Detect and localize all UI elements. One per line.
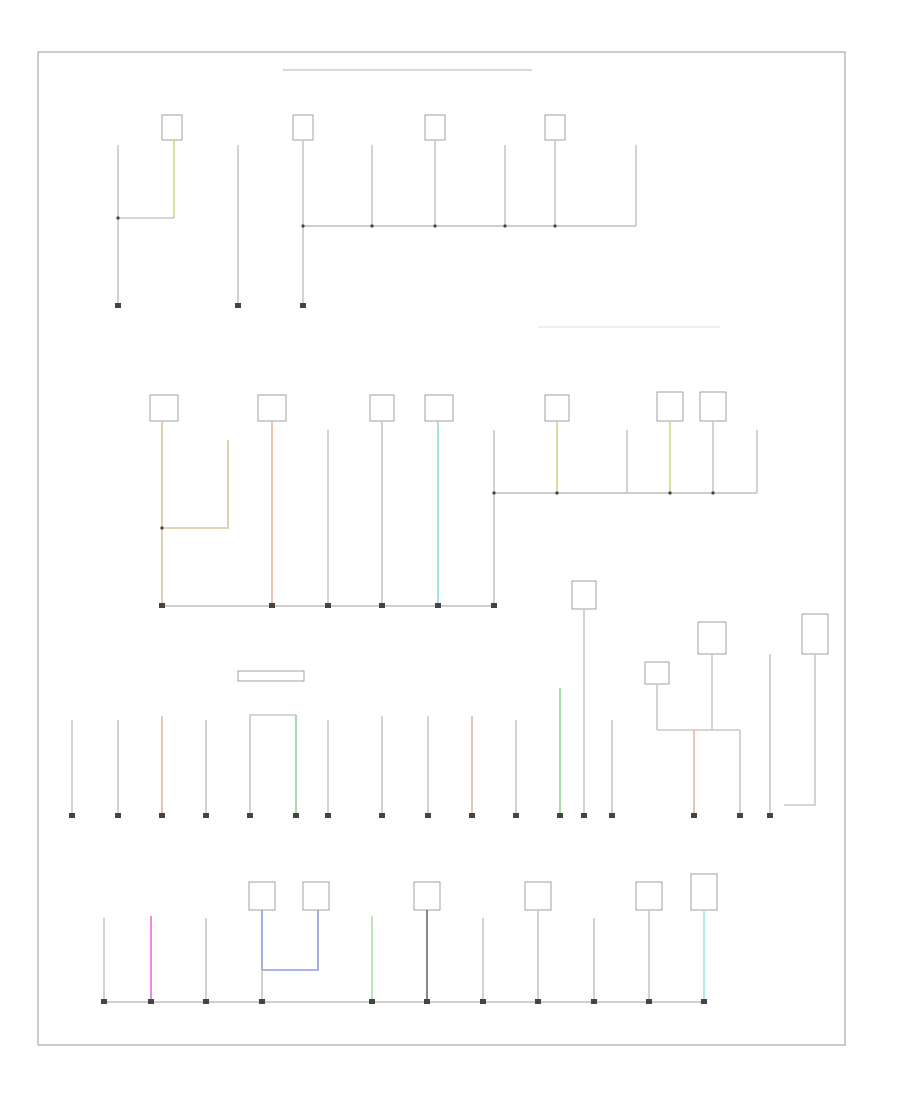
component-box <box>801 613 829 655</box>
component-box <box>697 621 727 655</box>
ground-terminal <box>425 813 431 818</box>
ground-terminal <box>480 999 486 1004</box>
component-box <box>690 873 718 911</box>
splice <box>555 491 559 495</box>
splice <box>116 216 120 220</box>
ground-terminal <box>535 999 541 1004</box>
component-box <box>302 881 330 911</box>
row-3-components <box>69 580 829 818</box>
component-box <box>369 394 395 422</box>
ground-terminal <box>203 813 209 818</box>
ground-terminal <box>557 813 563 818</box>
splice <box>711 491 715 495</box>
ground-terminal <box>159 813 165 818</box>
component-box <box>635 881 663 911</box>
row-1-components <box>115 114 637 308</box>
component-box <box>424 394 454 422</box>
component-box <box>161 114 183 141</box>
ground-terminal <box>513 813 519 818</box>
ground-terminal <box>235 303 241 308</box>
splice <box>433 224 437 228</box>
splice <box>553 224 557 228</box>
ground-terminal <box>491 603 497 608</box>
splice <box>492 491 496 495</box>
ground-terminal <box>247 813 253 818</box>
component-box <box>248 881 276 911</box>
splice <box>668 491 672 495</box>
ground-terminal <box>69 813 75 818</box>
row-4-components <box>101 873 718 1004</box>
splice <box>370 224 374 228</box>
component-box <box>149 394 179 422</box>
splice <box>301 224 305 228</box>
ground-terminal <box>379 813 385 818</box>
ground-terminal <box>435 603 441 608</box>
ground-terminal <box>581 813 587 818</box>
diagram-border <box>37 51 846 1046</box>
row-2-components <box>149 326 758 608</box>
ground-terminal <box>424 999 430 1004</box>
component-box <box>644 661 670 685</box>
component-box <box>571 580 597 610</box>
ground-terminal <box>767 813 773 818</box>
ground-terminal <box>646 999 652 1004</box>
ground-terminal <box>691 813 697 818</box>
ground-terminal <box>293 813 299 818</box>
ground-terminal <box>701 999 707 1004</box>
ground-terminal <box>369 999 375 1004</box>
ground-terminal <box>259 999 265 1004</box>
wire <box>784 654 816 806</box>
component-box <box>292 114 314 141</box>
component-box <box>257 394 287 422</box>
component-box <box>413 881 441 911</box>
splice <box>160 526 164 530</box>
ground-terminal <box>115 303 121 308</box>
ground-terminal <box>379 603 385 608</box>
ground-terminal <box>469 813 475 818</box>
ground-terminal <box>609 813 615 818</box>
component-box <box>424 114 446 141</box>
ground-terminal <box>300 303 306 308</box>
component-box <box>544 114 566 141</box>
ground-terminal <box>148 999 154 1004</box>
component-box <box>237 670 305 682</box>
ground-terminal <box>101 999 107 1004</box>
ground-terminal <box>591 999 597 1004</box>
component-box <box>699 391 727 422</box>
ground-terminal <box>269 603 275 608</box>
splice <box>503 224 507 228</box>
wire-colored <box>162 440 229 529</box>
ground-terminal <box>159 603 165 608</box>
component-box <box>524 881 552 911</box>
component-box <box>656 391 684 422</box>
ground-terminal <box>203 999 209 1004</box>
ground-terminal <box>737 813 743 818</box>
wire-colored <box>261 910 319 971</box>
ground-terminal <box>115 813 121 818</box>
component-box <box>544 394 570 422</box>
wire <box>249 714 296 815</box>
ground-terminal <box>325 813 331 818</box>
ground-terminal <box>325 603 331 608</box>
